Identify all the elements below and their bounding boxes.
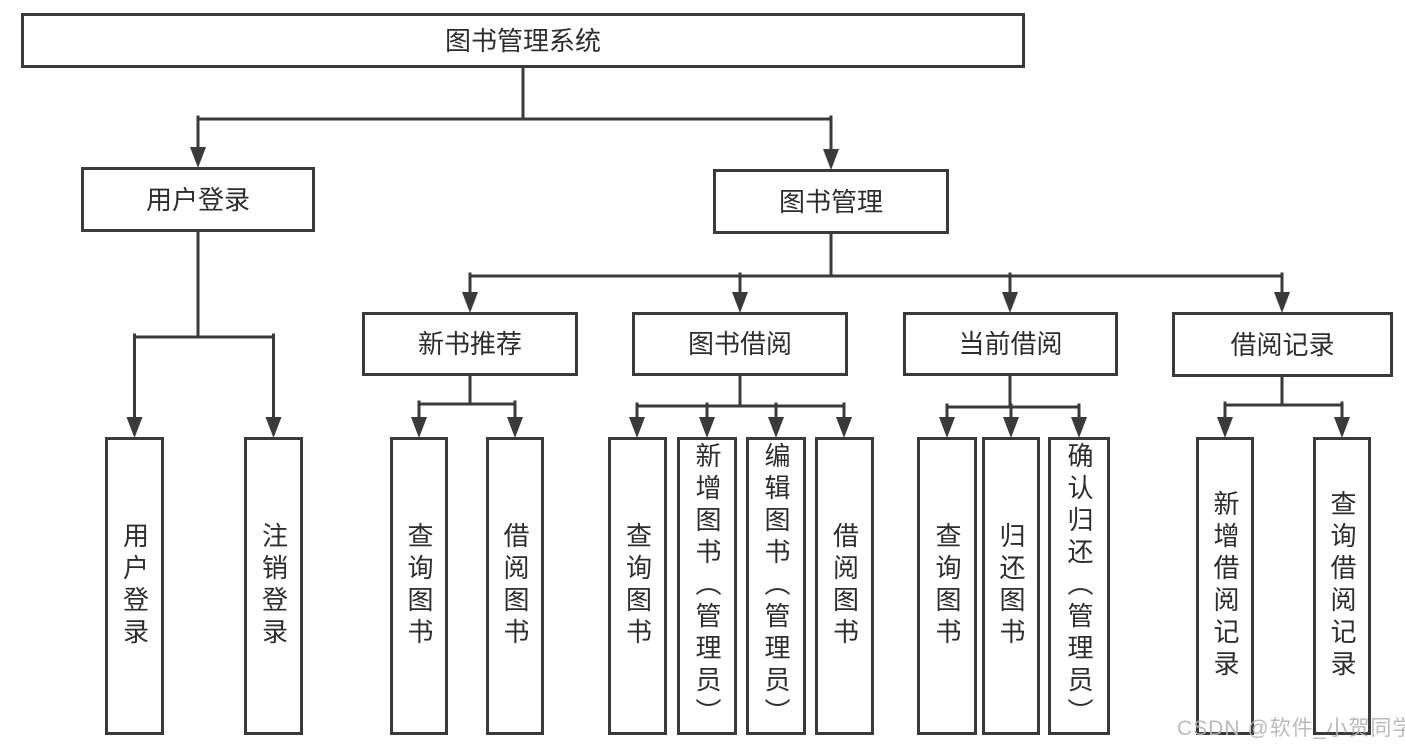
arrowhead (939, 417, 955, 438)
arrowhead (1002, 292, 1018, 313)
arrowhead (1274, 292, 1290, 313)
arrowhead (768, 417, 784, 438)
node-query-book-2: 查询图书 (608, 437, 667, 735)
connector-path (133, 63, 1344, 422)
arrowhead (462, 292, 478, 313)
arrowhead (836, 417, 852, 438)
arrowhead (265, 417, 282, 438)
arrowhead (732, 292, 748, 313)
node-root: 图书管理系统 (21, 13, 1025, 68)
node-borrow-book-2: 借阅图书 (815, 437, 874, 735)
arrowheads (126, 147, 1350, 438)
node-edit-book-admin: 编辑图书（管理员） (746, 437, 806, 735)
csdn-watermark: CSDN @软件_小贺同学 (1177, 717, 1405, 740)
node-confirm-return-admin: 确认归还（管理员） (1048, 437, 1110, 735)
arrowhead (1217, 417, 1233, 438)
arrowhead (126, 417, 143, 438)
arrowhead (1334, 417, 1350, 438)
node-query-borrow-record: 查询借阅记录 (1313, 437, 1371, 735)
arrowhead (823, 149, 839, 170)
arrowhead (629, 417, 645, 438)
arrowhead (190, 147, 206, 168)
arrowhead (411, 417, 427, 438)
node-return-book: 归还图书 (982, 437, 1040, 735)
node-borrow-book-1: 借阅图书 (486, 437, 544, 735)
node-leaf-logout: 注销登录 (244, 437, 303, 735)
arrowhead (699, 417, 715, 438)
node-leaf-user-login: 用户登录 (105, 437, 164, 735)
node-current-borrow: 当前借阅 (903, 312, 1118, 376)
node-add-book-admin: 新增图书（管理员） (677, 437, 737, 735)
node-book-borrow: 图书借阅 (632, 312, 848, 376)
node-user-login: 用户登录 (81, 167, 315, 232)
node-query-book-3: 查询图书 (917, 437, 977, 735)
node-new-book-rec: 新书推荐 (362, 312, 578, 376)
node-borrow-record: 借阅记录 (1172, 312, 1393, 377)
arrowhead (1003, 417, 1019, 438)
node-add-borrow-record: 新增借阅记录 (1196, 437, 1254, 735)
node-book-mgmt: 图书管理 (713, 169, 949, 234)
arrowhead (1071, 417, 1087, 438)
node-query-book-1: 查询图书 (390, 437, 448, 735)
arrowhead (507, 417, 523, 438)
